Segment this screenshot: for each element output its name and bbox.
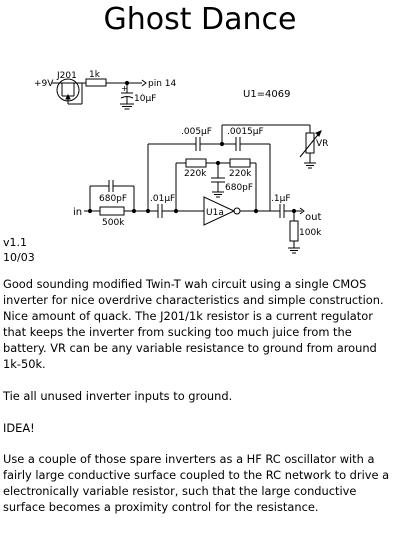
inverter-label: U1a [206,208,224,218]
cap-1uf-label: .1µF [271,194,291,204]
wah-section: in 500k 680pF .01µF [73,124,328,254]
cap-680pf-twin-t-label: 680pF [225,183,253,193]
resistor-100k [289,220,299,242]
svg-text:+: + [121,84,128,93]
input-label: in [73,207,82,218]
instruction-paragraph: Tie all unused inverter inputs to ground… [3,389,233,403]
inverter-symbol [203,196,236,226]
cap-005uf-label: .005µF [181,127,212,137]
vr-label: VR [316,139,328,149]
cap-0015uf-label: .0015µF [227,127,264,137]
arrow-icon [141,79,147,87]
cap-10uf-label: 10µF [134,94,156,104]
arrow-icon [299,207,305,215]
supply-label: +9V [34,79,54,89]
jfet-label: J201 [56,71,77,81]
output-label: out [305,212,321,223]
resistor-220k-right-label: 220k [229,169,252,179]
resistor-1k [85,78,107,87]
resistor-100k-label: 100k [299,228,322,238]
chip-label: U1=4069 [243,89,291,100]
junction-dot [145,208,151,214]
resistor-220k-right [229,158,251,168]
resistor-220k-left-label: 220k [184,169,207,179]
pin-label: pin 14 [148,79,177,89]
capacitor-plate [120,96,134,99]
version-label: v1.1 [3,236,28,249]
supply-section: +9V J201 1k pin 14 [34,70,177,110]
variable-resistor-arrow [299,130,322,158]
resistor-500k-label: 500k [102,218,125,228]
cap-680pf-bypass-label: 680pF [99,194,127,204]
resistor-220k-left [185,158,207,168]
description-paragraph: Good sounding modified Twin-T wah circui… [3,277,384,371]
date-label: 10/03 [3,251,35,264]
idea-paragraph: Use a couple of those spare inverters as… [3,452,390,514]
resistor-1k-label: 1k [89,70,101,80]
page-title: Ghost Dance [103,2,297,37]
cap-01uf-label: .01µF [150,194,175,204]
idea-heading: IDEA! [3,421,35,435]
jfet-symbol [56,78,83,105]
resistor-500k [99,206,125,216]
variable-resistor-vr [305,132,315,154]
